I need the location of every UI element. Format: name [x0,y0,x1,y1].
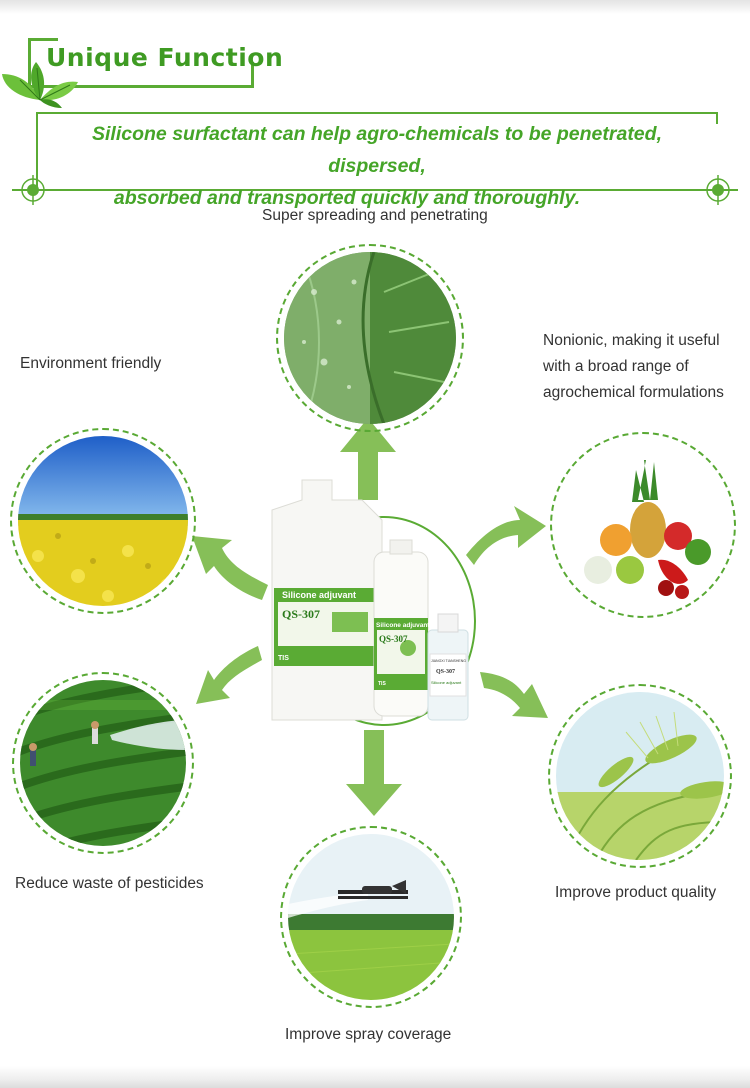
fruits-vegetables-image [558,440,728,610]
banner-line-1: Silicone surfactant can help agro-chemic… [92,123,662,177]
medium-bottle-brand: TIS [378,681,386,687]
top-shadow-bar [0,0,750,14]
medium-bottle-label: Silicone adjuvant [376,622,430,629]
banner-underline [12,189,738,191]
circle-frame-spreading [276,244,464,432]
rapeseed-field-image [18,436,188,606]
medium-bottle-model: QS-307 [379,634,408,644]
green-leaves-icon [2,62,78,108]
label-spray-coverage: Improve spray coverage [285,1026,452,1043]
arrow-lower-right-icon [480,672,548,718]
small-bottle: JIANGXI TIANSHENG QS-307 Silicone adjuva… [427,613,469,721]
circle-frame-environment [10,428,196,614]
small-bottle-maker: JIANGXI TIANSHENG [431,659,466,663]
label-super-spreading: Super spreading and penetrating [262,207,488,224]
arrow-down-icon [346,730,402,816]
circle-frame-pesticides [12,672,194,854]
large-bottle: Silicone adjuvant QS-307 TIS [271,479,383,721]
label-environment-friendly: Environment friendly [20,355,162,372]
large-bottle-label: Silicone adjuvant [282,590,356,600]
label-nonionic-line-2: with a broad range of [543,358,689,375]
label-reduce-waste: Reduce waste of pesticides [15,875,204,892]
large-bottle-model: QS-307 [282,607,320,621]
label-nonionic-line-1: Nonionic, making it useful [543,332,720,349]
circle-frame-coverage [280,826,462,1008]
arrow-right-icon [466,506,546,565]
tea-plantation-image [20,680,186,846]
title-frame [28,38,254,88]
crosshair-icon [18,175,48,205]
banner-line-2: absorbed and transported quickly and tho… [113,187,581,209]
label-nonionic: Nonionic, making it useful with a broad … [543,328,724,406]
arrow-up-icon [340,418,396,500]
circle-frame-nonionic [550,432,736,618]
product-bottles: Silicone adjuvant QS-307 TIS Silicone ad… [271,479,469,721]
banner-frame [36,112,718,190]
label-product-quality: Improve product quality [555,884,717,901]
small-bottle-label: Silicone adjuvant [431,680,462,685]
crosshair-icon [703,175,733,205]
banner-text: Silicone surfactant can help agro-chemic… [42,118,712,214]
large-bottle-brand: TIS [278,655,289,662]
crop-duster-image [288,834,454,1000]
bottom-shadow-bar [0,1066,750,1088]
arrow-left-icon [192,536,268,600]
page-title: Unique Function [46,43,284,72]
leaf-droplets-image [284,252,456,424]
medium-bottle: Silicone adjuvant QS-307 TIS [373,539,430,717]
circle-frame-quality [548,684,732,868]
arrow-lower-left-icon [196,646,262,704]
wheat-ears-image [556,692,724,860]
label-nonionic-line-3: agrochemical formulations [543,384,724,401]
small-bottle-model: QS-307 [436,669,455,675]
